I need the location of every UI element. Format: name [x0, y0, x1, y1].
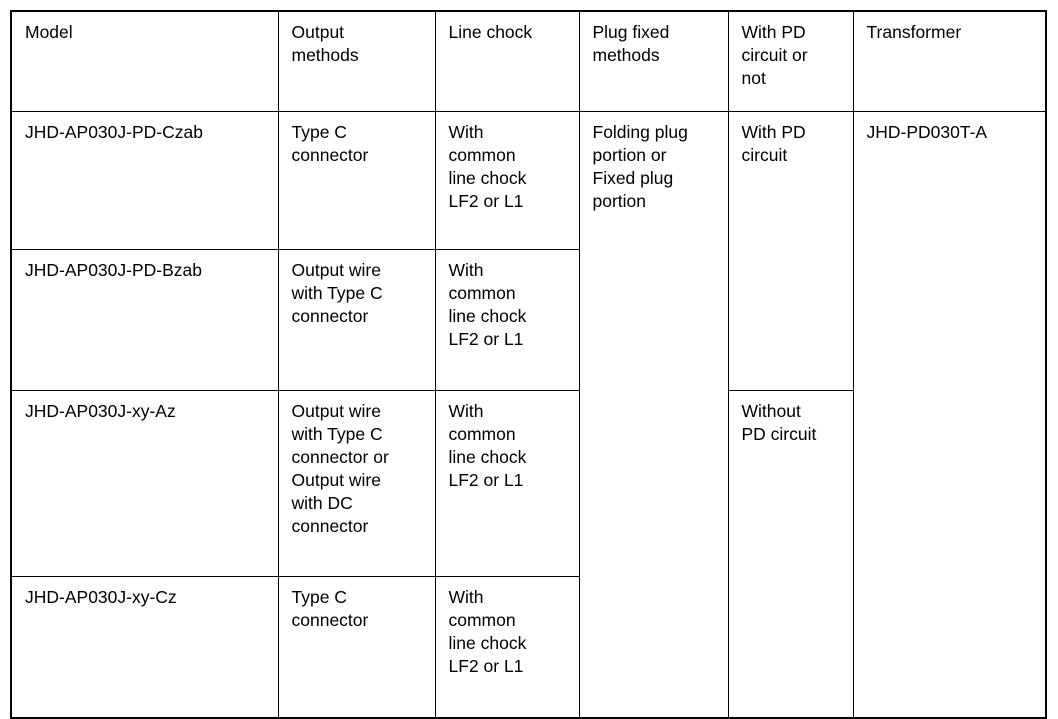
cell-model-value: JHD-AP030J-PD-Czab: [25, 122, 203, 142]
table-header-row: Model Output methods Line chock Plug fix…: [10, 10, 1047, 112]
table-row: JHD-AP030J-xy-Az Output wire with Type C…: [10, 390, 1046, 719]
cell-line-chock-value: With common line chock LF2 or L1: [448, 587, 527, 676]
page-canvas: Model Output methods Line chock Plug fix…: [10, 10, 1047, 719]
cell-output-methods: Type C connector: [277, 576, 436, 719]
cell-model-value: JHD-AP030J-xy-Cz: [25, 587, 177, 607]
cell-output-methods-value: Output wire with Type C connector: [291, 260, 383, 326]
column-header-transformer-label: Transformer: [866, 22, 962, 42]
cell-transformer-value: JHD-PD030T-A: [866, 122, 988, 142]
column-header-line-chock-label: Line chock: [448, 22, 533, 42]
cell-output-methods: Output wire with Type C connector or Out…: [277, 390, 436, 577]
cell-line-chock: With common line chock LF2 or L1: [434, 576, 580, 719]
cell-plug-fixed-methods-merged: Folding plug portion or Fixed plug porti…: [578, 111, 729, 719]
cell-line-chock: With common line chock LF2 or L1: [434, 249, 580, 391]
table-row: JHD-AP030J-PD-Czab Type C connector With…: [10, 111, 1047, 719]
table-row: JHD-AP030J-PD-Bzab Output wire with Type…: [10, 249, 1046, 391]
column-header-plug-fixed-methods: Plug fixed methods: [578, 10, 729, 112]
cell-pd-circuit-merged: Without PD circuit: [727, 390, 854, 719]
cell-model: JHD-AP030J-xy-Cz: [10, 576, 279, 719]
cell-output-methods: Type C connector: [277, 111, 436, 250]
cell-line-chock: With common line chock LF2 or L1: [434, 390, 580, 577]
cell-model-value: JHD-AP030J-PD-Bzab: [25, 260, 202, 280]
cell-model: JHD-AP030J-PD-Bzab: [10, 249, 279, 391]
cell-output-methods-value: Type C connector: [291, 587, 369, 630]
column-header-output-methods-label: Output methods: [291, 22, 359, 65]
cell-transformer-merged: JHD-PD030T-A: [852, 111, 1047, 719]
cell-output-methods: Output wire with Type C connector: [277, 249, 436, 391]
column-header-line-chock: Line chock: [434, 10, 580, 112]
cell-model-value: JHD-AP030J-xy-Az: [25, 401, 176, 421]
model-specification-table: Model Output methods Line chock Plug fix…: [10, 10, 1047, 719]
column-header-model: Model: [10, 10, 279, 112]
cell-model: JHD-AP030J-PD-Czab: [10, 111, 279, 250]
cell-line-chock-value: With common line chock LF2 or L1: [448, 401, 527, 490]
column-header-pd-circuit: With PD circuit or not: [727, 10, 854, 112]
cell-pd-circuit-merged: With PD circuit: [727, 111, 854, 391]
column-header-output-methods: Output methods: [277, 10, 436, 112]
cell-output-methods-value: Output wire with Type C connector or Out…: [291, 401, 389, 536]
cell-line-chock: With common line chock LF2 or L1: [434, 111, 580, 250]
cell-line-chock-value: With common line chock LF2 or L1: [448, 122, 527, 211]
cell-plug-fixed-methods-value: Folding plug portion or Fixed plug porti…: [592, 122, 688, 211]
column-header-pd-circuit-label: With PD circuit or not: [741, 22, 808, 88]
column-header-transformer: Transformer: [852, 10, 1047, 112]
cell-pd-circuit-value: With PD circuit: [741, 122, 806, 165]
cell-output-methods-value: Type C connector: [291, 122, 369, 165]
column-header-model-label: Model: [25, 22, 73, 42]
cell-model: JHD-AP030J-xy-Az: [10, 390, 279, 577]
cell-pd-circuit-value: Without PD circuit: [741, 401, 817, 444]
column-header-plug-fixed-methods-label: Plug fixed methods: [592, 22, 670, 65]
cell-line-chock-value: With common line chock LF2 or L1: [448, 260, 527, 349]
